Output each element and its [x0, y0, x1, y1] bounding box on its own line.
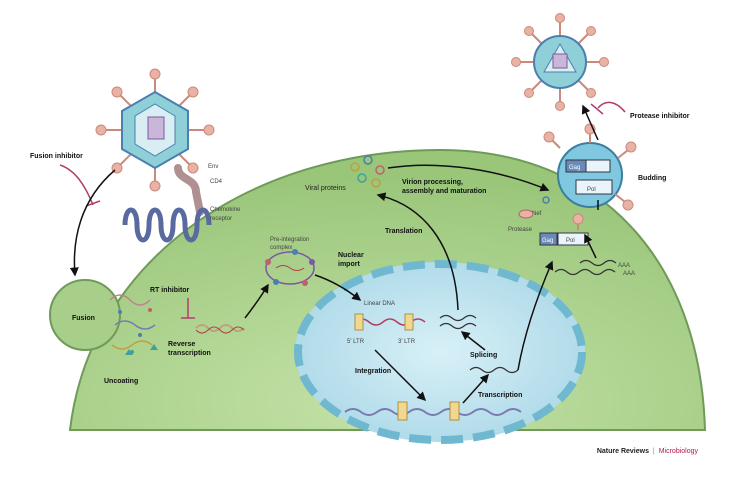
- mrna-2: [579, 259, 617, 267]
- spliced-rna: [439, 314, 477, 322]
- arrow-transcription: [462, 373, 489, 404]
- ltr3-label: 3' LTR: [398, 339, 416, 345]
- pol-label-upper: Pol: [587, 187, 596, 193]
- fusion-bulge: [49, 279, 121, 351]
- nucleus: [295, 262, 585, 442]
- protease-inhibitor-label: Protease inhibitor: [630, 113, 690, 120]
- cd4-receptor: [174, 164, 204, 216]
- arrow-to-pic: [244, 283, 269, 319]
- arrow-mrna-to-gag: [584, 233, 597, 259]
- credit-separator: |: [652, 448, 655, 455]
- protease-protein: [518, 209, 534, 219]
- dna-product: [195, 324, 245, 332]
- budding-virion: [543, 123, 637, 211]
- reverse-transcription-label-2: transcription: [168, 350, 211, 357]
- nef-protein: [542, 196, 550, 204]
- arrow-export: [517, 260, 554, 371]
- fusion-inhibitor-label: Fusion inhibitor: [30, 153, 83, 160]
- arrow-integration: [374, 349, 427, 402]
- env-protein-cytoplasm: [572, 213, 584, 230]
- rna-transcript: [469, 366, 519, 374]
- pre-integration-complex: [265, 249, 315, 286]
- virion-incoming: [95, 68, 215, 192]
- fusion-inhibitor-line: [59, 164, 94, 206]
- chromosome-dna: [344, 408, 522, 416]
- virion-processing-label-1: Virion processing,: [402, 179, 463, 186]
- gag-block-lower: [539, 232, 558, 246]
- mrna-1: [554, 268, 616, 276]
- reverse-transcription-label-1: Reverse: [168, 341, 195, 348]
- pre-integration-label-2: complex: [270, 245, 292, 251]
- linear-dna-label: Linear DNA: [364, 301, 395, 307]
- budding-label: Budding: [638, 175, 666, 182]
- fusion-label: Fusion: [72, 315, 95, 322]
- arrow-virion-processing: [387, 164, 550, 192]
- nuclear-import-label-2: import: [338, 261, 360, 268]
- gag-label-lower: Gag: [542, 238, 553, 244]
- chemokine-label-2: receptor: [210, 216, 232, 222]
- aaa-label-1: AAA: [618, 263, 630, 269]
- aaa-label-2: AAA: [623, 271, 635, 277]
- gag-label-upper: Gag: [569, 165, 580, 171]
- integration-label: Integration: [355, 368, 391, 375]
- viral-proteins-label: Viral proteins: [305, 185, 346, 192]
- splicing-label: Splicing: [470, 352, 497, 359]
- nef-label: Nef: [532, 211, 542, 217]
- env-label: Env: [208, 164, 218, 170]
- nuclear-import-label-1: Nuclear: [338, 252, 364, 259]
- figure-credit: Nature Reviews | Microbiology: [597, 448, 698, 455]
- arrow-translation: [376, 192, 459, 311]
- virion-mature: [511, 13, 609, 111]
- transcription-label: Transcription: [478, 392, 522, 399]
- pre-integration-label-1: Pre-integration: [270, 237, 309, 243]
- cd4-label: CD4: [210, 179, 223, 185]
- protease-label: Protease: [508, 227, 533, 233]
- chemokine-label-1: Chemokine: [210, 207, 241, 213]
- viral-proteins: [350, 155, 385, 188]
- credit-section: Microbiology: [658, 448, 698, 455]
- arrow-splicing: [460, 331, 486, 351]
- protease-inhibitor-line: [597, 101, 626, 113]
- arrow-release: [581, 104, 599, 141]
- translation-label: Translation: [385, 228, 422, 235]
- ltr5-label: 5' LTR: [347, 339, 365, 345]
- uncoating-debris: [109, 294, 158, 355]
- arrow-nuclear-import: [314, 274, 362, 301]
- arrow-entry: [69, 169, 116, 277]
- nuclear-envelope: [294, 260, 586, 444]
- rt-inhibitor-label: RT inhibitor: [150, 287, 190, 294]
- virion-processing-label-2: assembly and maturation: [402, 188, 486, 195]
- pol-label-lower: Pol: [566, 238, 575, 244]
- uncoating-label: Uncoating: [104, 378, 138, 385]
- credit-journal: Nature Reviews: [596, 448, 649, 455]
- chemokine-receptor: [122, 207, 212, 243]
